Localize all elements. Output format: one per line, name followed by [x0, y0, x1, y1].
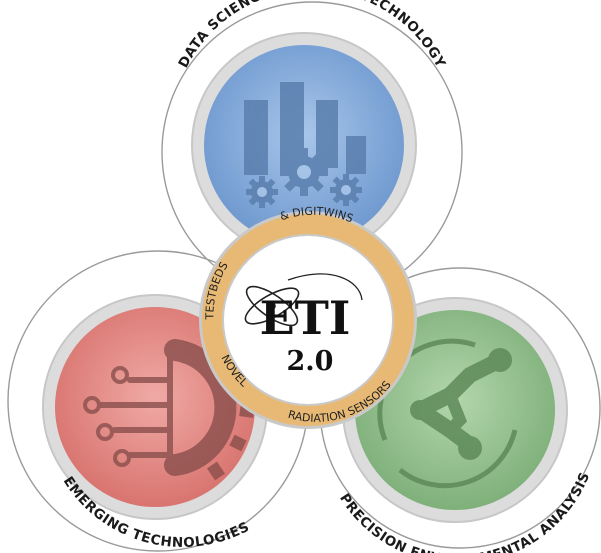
center-ring: [199, 211, 417, 429]
data-science-section: [191, 32, 417, 258]
atom-orbit-icon: [244, 273, 363, 327]
eti-logo: ETI 2.0: [244, 273, 363, 377]
molecule-network-icon: [377, 338, 518, 489]
emerging-technologies-section: [42, 294, 268, 520]
logo-title: ETI: [260, 291, 351, 345]
bar-chart-gears-icon: [244, 82, 366, 208]
logo-version: 2.0: [287, 346, 334, 377]
